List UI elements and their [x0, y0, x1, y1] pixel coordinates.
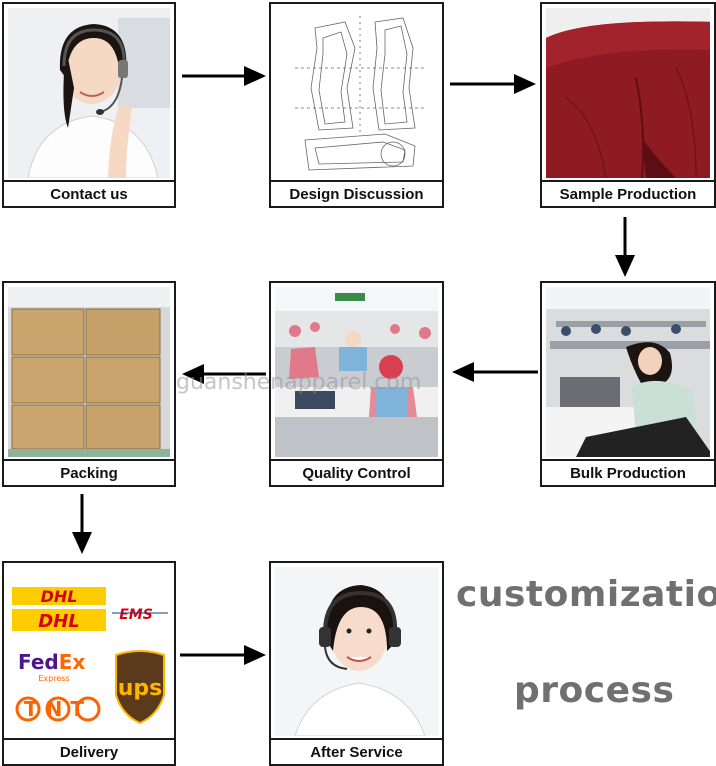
quality-control-photo	[275, 287, 438, 457]
step-label: After Service	[271, 738, 442, 764]
step-design-discussion: Design Discussion	[269, 2, 444, 208]
step-label: Bulk Production	[542, 459, 714, 485]
arrow-down-icon	[615, 217, 635, 277]
dhl-logo: DHL	[38, 611, 79, 632]
arrow-left-icon	[182, 364, 266, 384]
packing-boxes-photo	[8, 287, 170, 457]
step-quality-control: Quality Control	[269, 281, 444, 487]
courier-logos: DHL DHL EMS FedEx Express ups TNT	[8, 567, 170, 736]
ems-logo: EMS	[119, 607, 153, 623]
headline-line2: process	[514, 670, 675, 711]
step-label: Design Discussion	[271, 180, 442, 206]
step-after-service: After Service	[269, 561, 444, 766]
arrow-right-icon	[450, 74, 536, 94]
dhl-logo: DHL	[41, 587, 78, 606]
tnt-logo: TNT	[24, 697, 92, 721]
sample-leggings-photo	[546, 8, 710, 178]
fedex-logo: FedEx	[18, 650, 85, 674]
contact-us-photo	[8, 8, 170, 178]
step-label: Sample Production	[542, 180, 714, 206]
arrow-down-icon	[72, 494, 92, 554]
step-sample-production: Sample Production	[540, 2, 716, 208]
step-contact-us: Contact us	[2, 2, 176, 208]
arrow-left-icon	[452, 362, 538, 382]
bulk-production-photo	[546, 287, 710, 457]
step-label: Delivery	[4, 738, 174, 764]
step-bulk-production: Bulk Production	[540, 281, 716, 487]
headline-line1: customization	[456, 574, 716, 615]
watermark-text: guanshenapparel.com	[176, 370, 422, 395]
step-label: Packing	[4, 459, 174, 485]
step-packing: Packing	[2, 281, 176, 487]
design-sketch	[275, 8, 438, 178]
fedex-express-label: Express	[38, 674, 69, 683]
arrow-right-icon	[182, 66, 266, 86]
step-label: Contact us	[4, 180, 174, 206]
ups-logo: ups	[118, 676, 163, 701]
step-delivery: DHL DHL EMS FedEx Express ups TNT Delive…	[2, 561, 176, 766]
arrow-right-icon	[180, 645, 266, 665]
step-label: Quality Control	[271, 459, 442, 485]
after-service-photo	[275, 567, 438, 736]
